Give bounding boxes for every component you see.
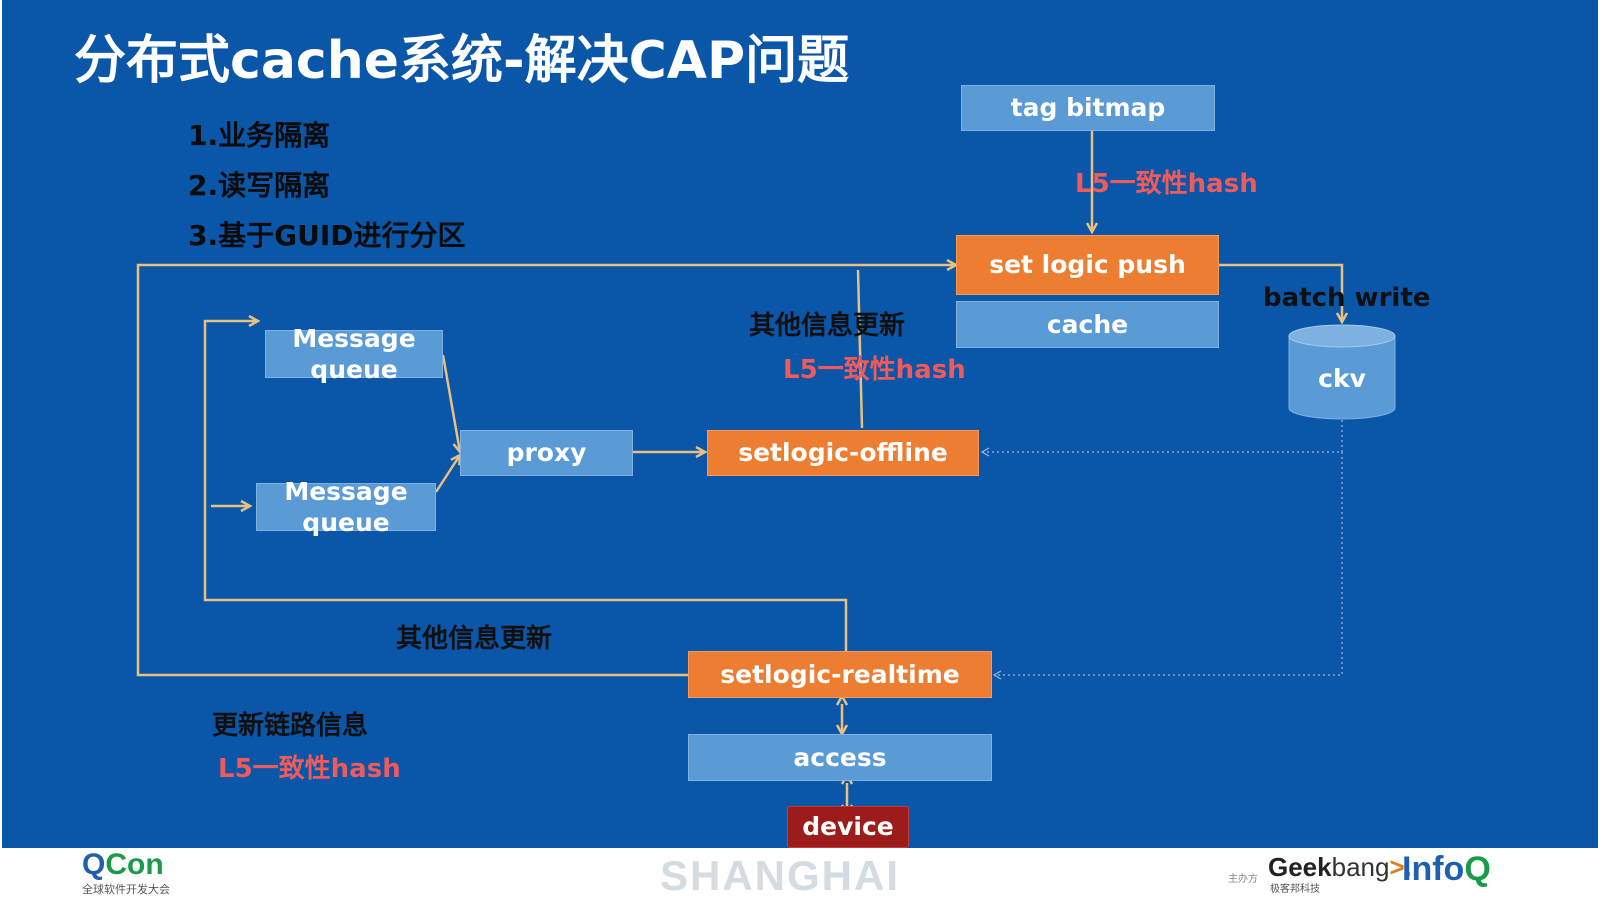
label-batch-write: batch write <box>1263 283 1431 313</box>
node-message-queue-2: Message queue <box>256 477 436 537</box>
node-message-queue-1: Message queue <box>265 324 443 384</box>
infoq-logo: InfoQ <box>1402 850 1491 889</box>
edge-push-ckv <box>1219 263 1342 322</box>
infoq-q: Q <box>1464 850 1491 888</box>
mq1-line2: queue <box>310 355 398 384</box>
mq2-line1: Message <box>284 476 408 506</box>
point-business-isolation: 1.业务隔离 <box>188 119 331 152</box>
slide-background <box>2 0 1598 848</box>
qcon-logo: QCon 全球软件开发大会 <box>82 850 170 897</box>
qcon-subtitle: 全球软件开发大会 <box>82 883 170 896</box>
node-access: access <box>688 734 992 781</box>
slide-title: 分布式cache系统-解决CAP问题 <box>74 31 850 91</box>
label-other-info-top: 其他信息更新 <box>749 311 906 341</box>
node-cache: cache <box>956 301 1219 348</box>
label-l5-hash-bottom: L5一致性hash <box>218 754 401 784</box>
footer-bar <box>0 848 1600 900</box>
geek-arrow: >. <box>1389 852 1412 882</box>
qcon-logo-q: Q <box>82 848 106 881</box>
geekbang-logo: Geekbang>. <box>1268 852 1412 883</box>
edge-realtime-push-loop <box>136 265 956 677</box>
node-ckv: ckv <box>1288 324 1396 420</box>
qcon-logo-rest: Con <box>105 848 164 881</box>
edge-mq1-proxy <box>441 354 460 452</box>
edge-offline-push <box>856 269 864 429</box>
edge-ckv-offline-dotted <box>980 420 1343 457</box>
label-l5-hash-mid: L5一致性hash <box>783 355 966 385</box>
mq1-line1: Message <box>292 323 416 353</box>
edge-realtime-mq-loop <box>203 321 848 651</box>
host-label: 主办方 <box>1228 874 1258 885</box>
bang-text: bang <box>1331 852 1390 882</box>
point-guid-partition: 3.基于GUID进行分区 <box>188 219 466 252</box>
geekbang-subtitle: 极客邦科技 <box>1270 884 1320 895</box>
node-proxy: proxy <box>460 430 633 476</box>
label-l5-hash-top: L5一致性hash <box>1075 169 1258 199</box>
ckv-label: ckv <box>1318 364 1366 394</box>
node-setlogic-offline: setlogic-offline <box>707 430 979 476</box>
node-setlogic-realtime: setlogic-realtime <box>688 651 992 698</box>
geek-text: Geek <box>1268 852 1332 882</box>
node-set-logic-push: set logic push <box>956 235 1219 295</box>
city-watermark: SHANGHAI <box>660 852 901 899</box>
mq2-line2: queue <box>302 508 390 537</box>
label-other-info-bottom: 其他信息更新 <box>396 624 553 654</box>
edge-mq2-proxy <box>434 455 460 493</box>
node-device: device <box>787 806 909 848</box>
node-tag-bitmap: tag bitmap <box>961 85 1215 131</box>
infoq-text: Info <box>1402 850 1465 888</box>
edge-ckv-realtime-dotted <box>992 452 1343 680</box>
point-read-write-isolation: 2.读写隔离 <box>188 169 331 202</box>
ckv-cylinder-icon <box>1288 324 1396 420</box>
label-update-route-info: 更新链路信息 <box>212 711 369 741</box>
